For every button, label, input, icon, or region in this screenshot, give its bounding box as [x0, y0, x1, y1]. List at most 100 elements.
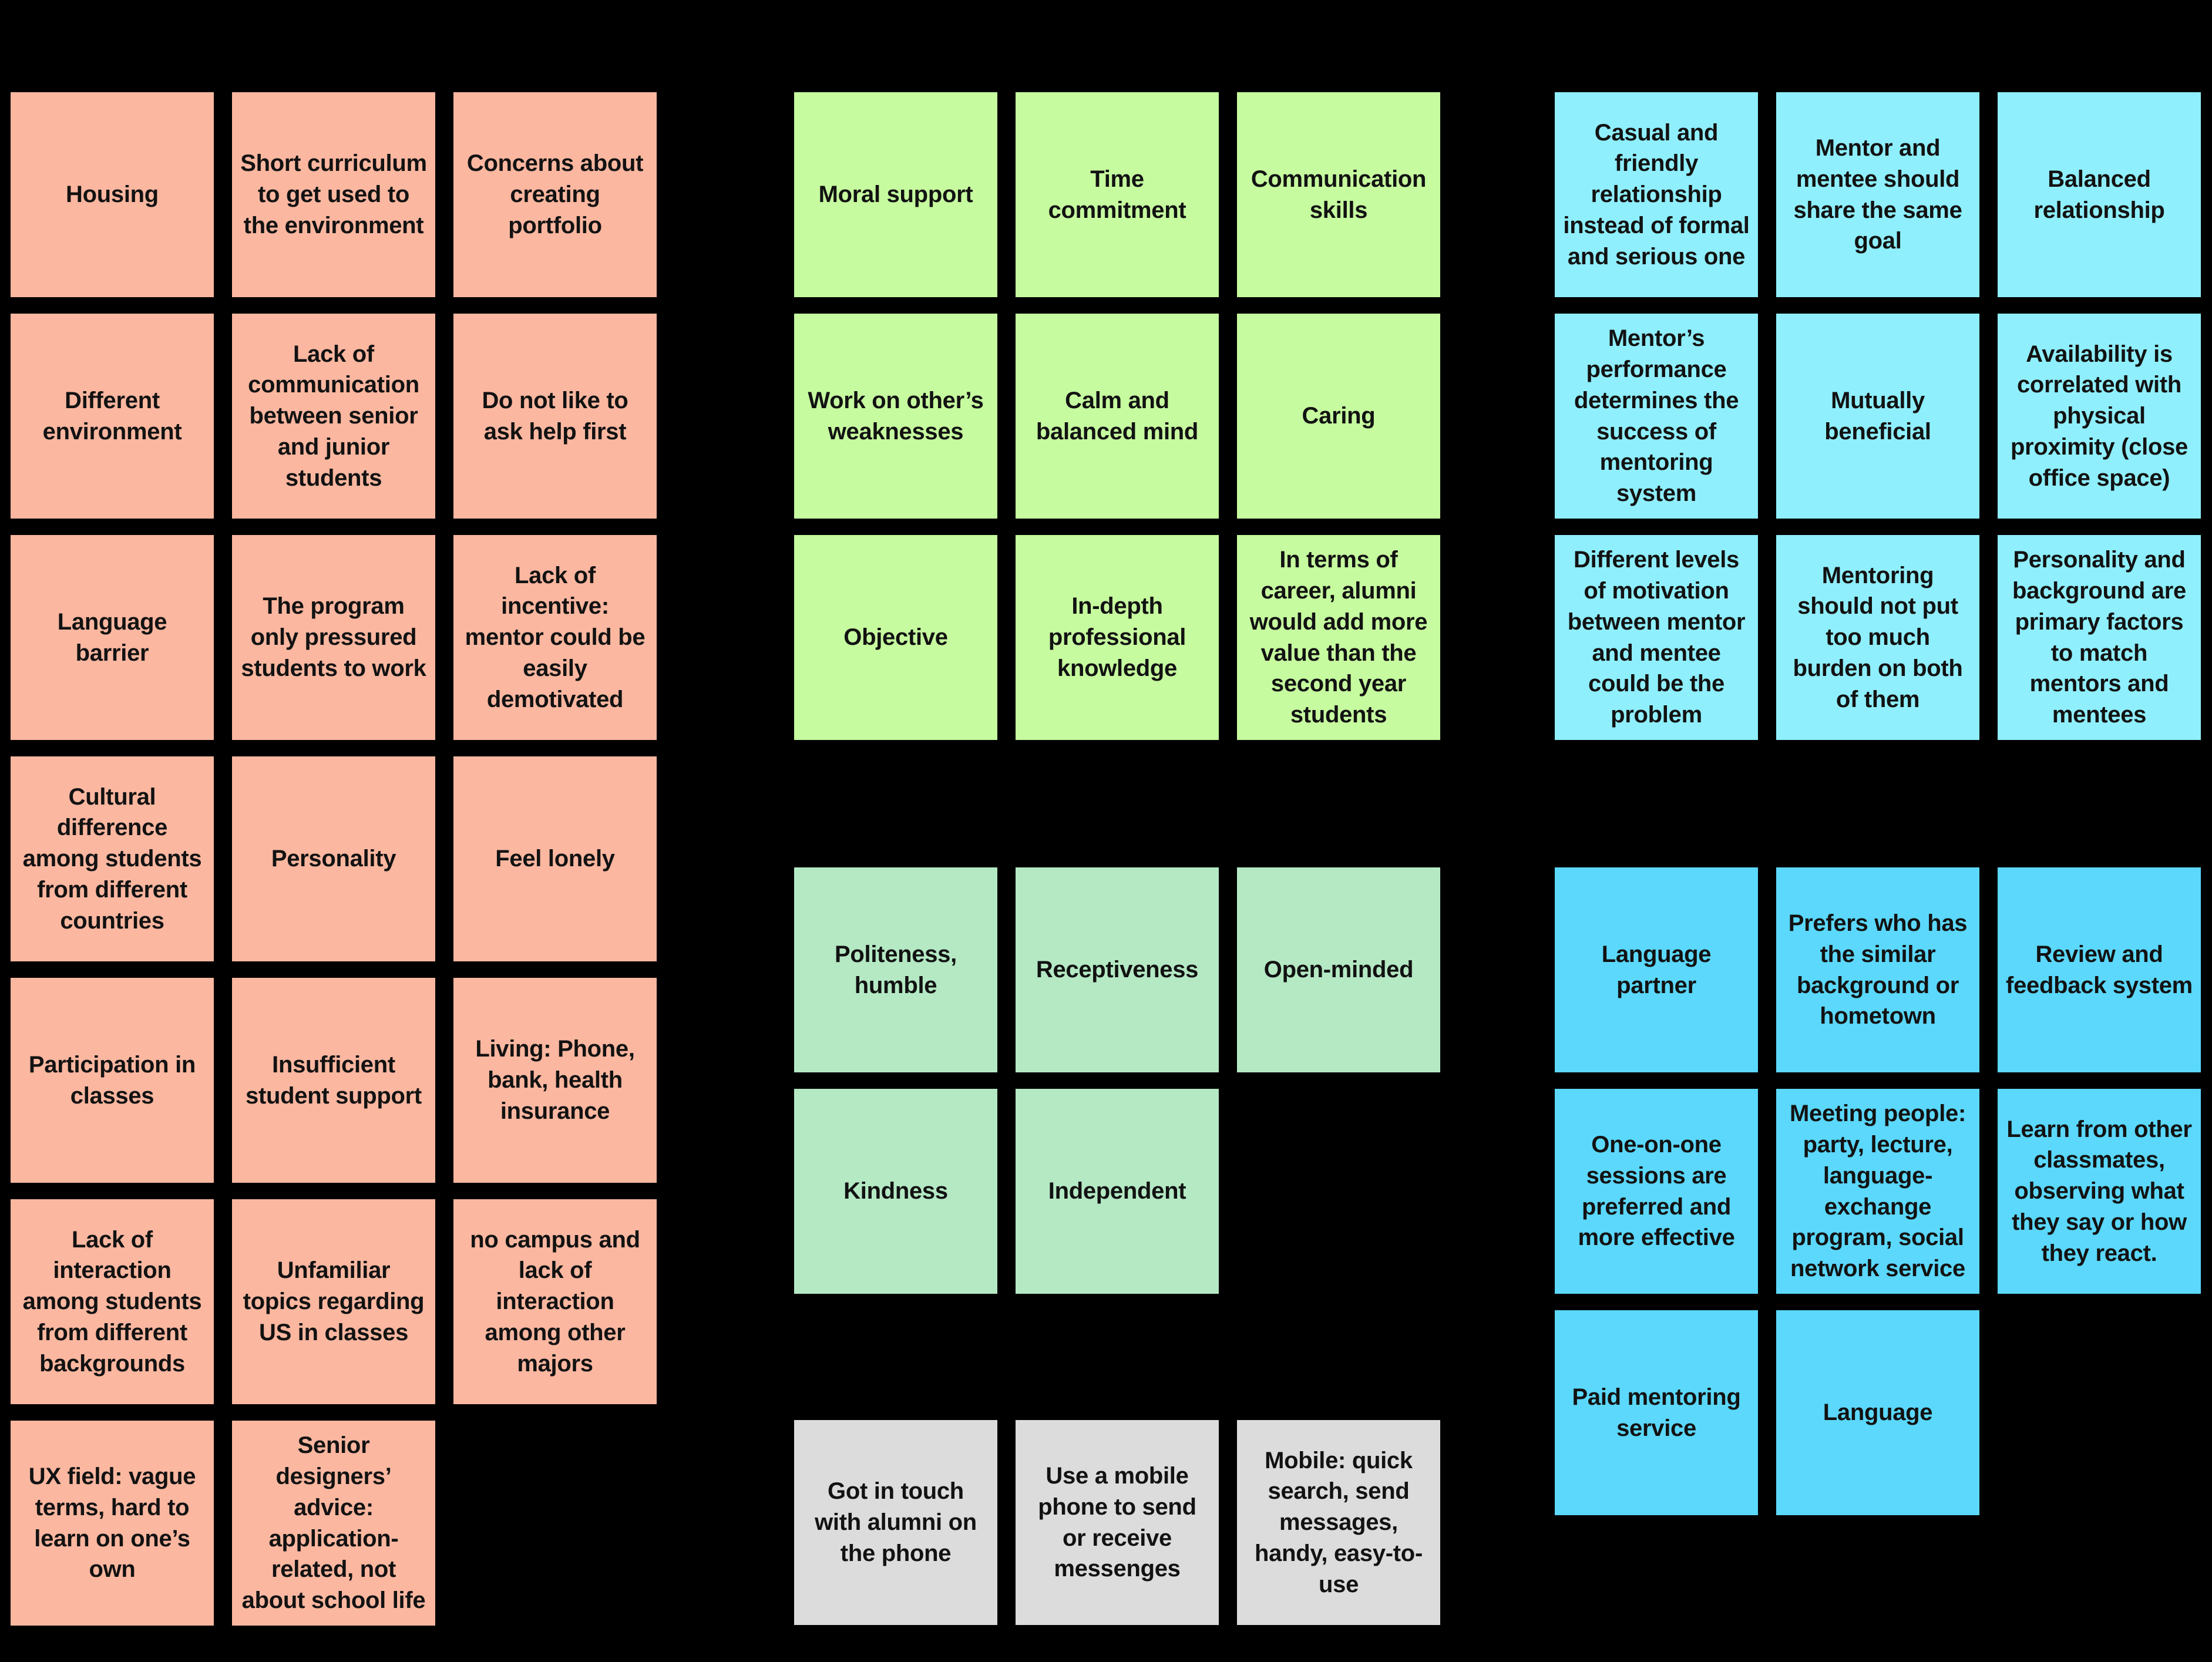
sticky-note-text: In-depth professional knowledge	[1048, 593, 1186, 681]
sticky-note[interactable]: UX field: vague terms, hard to learn on …	[11, 1421, 214, 1626]
sticky-note[interactable]: Short curriculum to get used to the envi…	[232, 92, 435, 297]
note-group-green-mentor-qualities: Moral support Time commitment Communicat…	[794, 92, 1440, 740]
sticky-note[interactable]: Politeness, humble	[794, 867, 997, 1072]
sticky-note[interactable]: Living: Phone, bank, health insurance	[453, 978, 657, 1183]
sticky-note-text: Mobile: quick search, send messages, han…	[1255, 1447, 1423, 1597]
sticky-note[interactable]: Paid mentoring service	[1555, 1310, 1758, 1515]
sticky-note-text: Calm and balanced mind	[1036, 387, 1199, 445]
sticky-note[interactable]: Insufficient student support	[232, 978, 435, 1183]
sticky-note-text: Lack of communication between senior and…	[248, 341, 419, 491]
sticky-note[interactable]: Caring	[1237, 314, 1440, 519]
sticky-note[interactable]: Mobile: quick search, send messages, han…	[1237, 1420, 1440, 1625]
sticky-note[interactable]: Senior designers’ advice: application-re…	[232, 1421, 435, 1626]
sticky-note-text: Review and feedback system	[2006, 941, 2193, 998]
sticky-note[interactable]: Communication skills	[1237, 92, 1440, 297]
sticky-note-text: Learn from other classmates, observing w…	[2006, 1116, 2192, 1266]
sticky-note-text: Paid mentoring service	[1572, 1384, 1741, 1441]
sticky-note[interactable]: Language	[1776, 1310, 1979, 1515]
sticky-note-text: Language	[1823, 1399, 1933, 1426]
sticky-note[interactable]: Calm and balanced mind	[1016, 314, 1219, 519]
sticky-note[interactable]: Lack of communication between senior and…	[232, 314, 435, 519]
sticky-note-text: Politeness, humble	[835, 941, 957, 998]
sticky-note[interactable]: Lack of interaction among students from …	[11, 1199, 214, 1404]
sticky-note[interactable]: Language partner	[1555, 867, 1758, 1072]
sticky-note[interactable]: Mutually beneficial	[1776, 314, 1979, 519]
sticky-note-text: UX field: vague terms, hard to learn on …	[28, 1463, 196, 1583]
sticky-note-text: Caring	[1302, 403, 1376, 429]
sticky-note[interactable]: Do not like to ask help first	[453, 314, 657, 519]
sticky-note-text: Short curriculum to get used to the envi…	[240, 150, 427, 238]
sticky-note[interactable]: Participation in classes	[11, 978, 214, 1183]
sticky-note-text: One-on-one sessions are preferred and mo…	[1578, 1131, 1735, 1251]
sticky-note[interactable]: Balanced relationship	[1998, 92, 2201, 297]
sticky-note-text: Living: Phone, bank, health insurance	[475, 1036, 635, 1124]
sticky-note-text: Personality	[271, 846, 396, 872]
sticky-note-text: Lack of incentive: mentor could be easil…	[465, 562, 646, 712]
sticky-note[interactable]: Work on other’s weaknesses	[794, 314, 997, 519]
sticky-note-text: Independent	[1048, 1178, 1186, 1205]
sticky-note-text: Use a mobile phone to send or receive me…	[1038, 1462, 1196, 1582]
note-group-cyan-relationship: Casual and friendly relationship instead…	[1555, 92, 2201, 740]
sticky-note[interactable]: Language barrier	[11, 535, 214, 740]
sticky-note[interactable]: Receptiveness	[1016, 867, 1219, 1072]
sticky-note-text: Cultural difference among students from …	[22, 783, 202, 934]
sticky-note[interactable]: Concerns about creating portfolio	[453, 92, 657, 297]
sticky-note-text: Different levels of motivation between m…	[1567, 547, 1746, 728]
sticky-note-text: Got in touch with alumni on the phone	[815, 1478, 977, 1566]
sticky-note-text: Housing	[66, 181, 159, 208]
sticky-note[interactable]: Lack of incentive: mentor could be easil…	[453, 535, 657, 740]
note-group-peach-challenges: Housing Short curriculum to get used to …	[11, 92, 657, 1626]
sticky-note[interactable]: no campus and lack of interaction among …	[453, 1199, 657, 1404]
sticky-note[interactable]: Open-minded	[1237, 867, 1440, 1072]
sticky-note[interactable]: Unfamiliar topics regarding US in classe…	[232, 1199, 435, 1404]
sticky-note[interactable]: Availability is correlated with physical…	[1998, 314, 2201, 519]
sticky-note-text: In terms of career, alumni would add mor…	[1249, 547, 1428, 728]
sticky-note[interactable]: Objective	[794, 535, 997, 740]
sticky-note[interactable]: Meeting people: party, lecture, language…	[1776, 1089, 1979, 1294]
sticky-note-text: Communication skills	[1250, 166, 1427, 223]
sticky-note[interactable]: In terms of career, alumni would add mor…	[1237, 535, 1440, 740]
sticky-note-text: no campus and lack of interaction among …	[470, 1226, 640, 1377]
sticky-note-text: Mentoring should not put too much burden…	[1793, 562, 1963, 712]
sticky-note[interactable]: Independent	[1016, 1089, 1219, 1294]
sticky-note-text: Time commitment	[1048, 166, 1186, 223]
sticky-note-text: Lack of interaction among students from …	[22, 1226, 202, 1377]
sticky-note[interactable]: Casual and friendly relationship instead…	[1555, 92, 1758, 297]
sticky-note-text: Unfamiliar topics regarding US in classe…	[243, 1257, 425, 1345]
sticky-note[interactable]: In-depth professional knowledge	[1016, 535, 1219, 740]
sticky-note-text: Kindness	[843, 1178, 948, 1205]
sticky-note-text: Participation in classes	[28, 1051, 196, 1109]
sticky-note-text: Work on other’s weaknesses	[808, 387, 984, 445]
sticky-note[interactable]: Kindness	[794, 1089, 997, 1294]
sticky-note[interactable]: Review and feedback system	[1998, 867, 2201, 1072]
sticky-note-text: Do not like to ask help first	[482, 387, 628, 445]
sticky-note[interactable]: Mentor’s performance determines the succ…	[1555, 314, 1758, 519]
sticky-note-text: The program only pressured students to w…	[241, 593, 426, 681]
sticky-note[interactable]: The program only pressured students to w…	[232, 535, 435, 740]
sticky-note[interactable]: Got in touch with alumni on the phone	[794, 1420, 997, 1625]
sticky-note-text: Mutually beneficial	[1824, 387, 1931, 445]
sticky-note[interactable]: Use a mobile phone to send or receive me…	[1016, 1420, 1219, 1625]
sticky-note[interactable]: Mentoring should not put too much burden…	[1776, 535, 1979, 740]
sticky-note[interactable]: One-on-one sessions are preferred and mo…	[1555, 1089, 1758, 1294]
sticky-note-text: Language partner	[1601, 941, 1712, 998]
sticky-note[interactable]: Learn from other classmates, observing w…	[1998, 1089, 2201, 1294]
sticky-note-text: Availability is correlated with physical…	[2011, 341, 2188, 491]
note-group-mint-mentee-qualities: Politeness, humble Receptiveness Open-mi…	[794, 867, 1440, 1294]
sticky-note-text: Insufficient student support	[246, 1051, 422, 1109]
sticky-note[interactable]: Feel lonely	[453, 756, 657, 961]
sticky-note[interactable]: Cultural difference among students from …	[11, 756, 214, 961]
sticky-note[interactable]: Personality	[232, 756, 435, 961]
sticky-note-text: Balanced relationship	[2033, 166, 2165, 223]
sticky-note-text: Moral support	[818, 181, 973, 208]
sticky-note[interactable]: Mentor and mentee should share the same …	[1776, 92, 1979, 297]
sticky-note[interactable]: Personality and background are primary f…	[1998, 535, 2201, 740]
sticky-note[interactable]: Different environment	[11, 314, 214, 519]
sticky-note[interactable]: Different levels of motivation between m…	[1555, 535, 1758, 740]
sticky-note[interactable]: Time commitment	[1016, 92, 1219, 297]
sticky-note[interactable]: Housing	[11, 92, 214, 297]
sticky-note[interactable]: Prefers who has the similar background o…	[1776, 867, 1979, 1072]
sticky-note-text: Open-minded	[1263, 957, 1414, 983]
sticky-note[interactable]: Moral support	[794, 92, 997, 297]
